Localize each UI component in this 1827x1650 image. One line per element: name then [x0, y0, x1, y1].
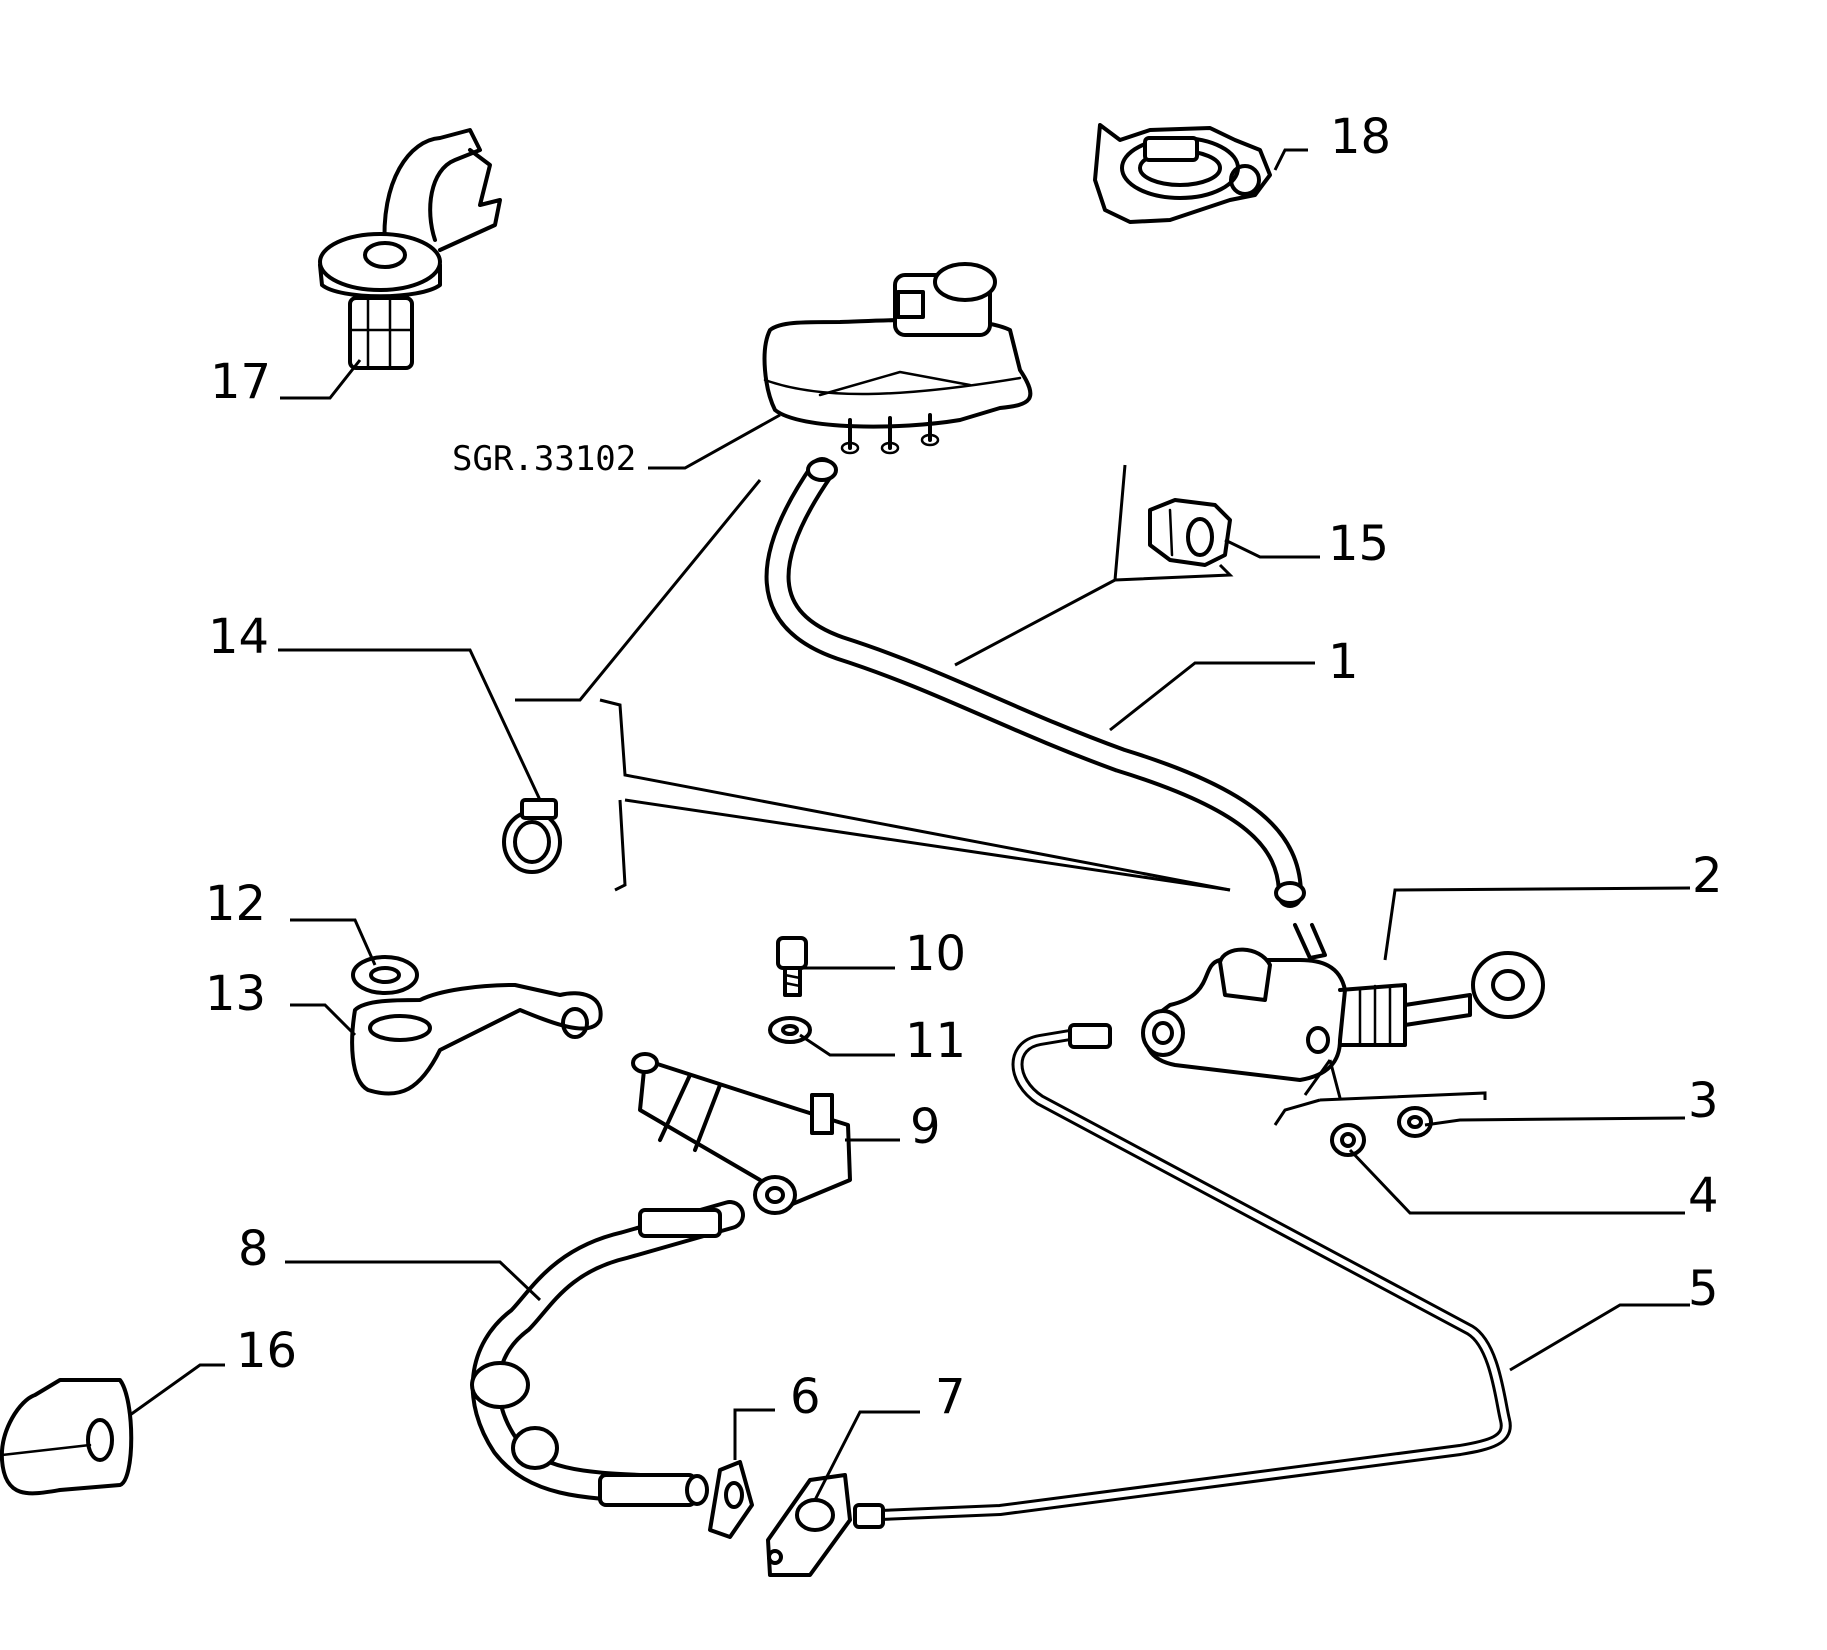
- part-17-reservoir-filter-cap: [318, 128, 502, 370]
- part-15-grommet: [1148, 498, 1232, 567]
- callout-4: 4: [1688, 1168, 1719, 1224]
- callout-1: 1: [1328, 634, 1359, 690]
- callout-3: 3: [1688, 1073, 1719, 1129]
- callout-2: 2: [1692, 848, 1723, 904]
- callout-17: 17: [210, 354, 271, 410]
- callout-11: 11: [905, 1013, 966, 1069]
- part-8-flexible-hose: [470, 1200, 745, 1507]
- part-1-reservoir-hose: [764, 457, 1306, 908]
- part-13-release-fork: [350, 983, 603, 1096]
- part-7-bracket: [766, 1473, 852, 1577]
- fluid-reservoir: [762, 262, 1033, 455]
- callout-9: 9: [910, 1099, 941, 1155]
- leader-lines: [129, 148, 1691, 1501]
- part-3-nut: [1397, 1106, 1433, 1138]
- part-18-hose-clip: [1093, 123, 1272, 224]
- part-6-retaining-clip: [708, 1460, 754, 1539]
- callout-14: 14: [208, 609, 269, 665]
- part-4-washer: [1330, 1123, 1366, 1157]
- callout-18: 18: [1330, 109, 1391, 165]
- part-2-master-cylinder: [1141, 923, 1545, 1082]
- part-12-washer: [351, 955, 419, 995]
- callout-7: 7: [935, 1369, 966, 1425]
- part-14-hose-clamp: [502, 798, 562, 874]
- part-9-slave-cylinder: [631, 1052, 852, 1215]
- callout-12: 12: [205, 876, 266, 932]
- callout-15: 15: [1328, 516, 1389, 572]
- kit-bracket-grommet: [954, 464, 1234, 667]
- kit-bracket-nut-washer: [1273, 1059, 1487, 1126]
- callout-6: 6: [790, 1369, 821, 1425]
- kit-bracket-hose-clamp: [515, 479, 1231, 892]
- part-10-bolt: [776, 936, 808, 997]
- callout-5: 5: [1688, 1261, 1719, 1317]
- callout-numbers: 1 2 3 4 5 6 7 8 9 10 11 12 13 14 15 16 1…: [205, 109, 1723, 1425]
- part-16-rubber-buffer: [0, 1378, 134, 1496]
- part-5-rigid-pipe: [853, 1023, 1512, 1529]
- reference-label: SGR.33102: [452, 439, 636, 479]
- callout-10: 10: [905, 926, 966, 982]
- callout-13: 13: [205, 966, 266, 1022]
- callout-16: 16: [236, 1323, 297, 1379]
- callout-8: 8: [238, 1221, 269, 1277]
